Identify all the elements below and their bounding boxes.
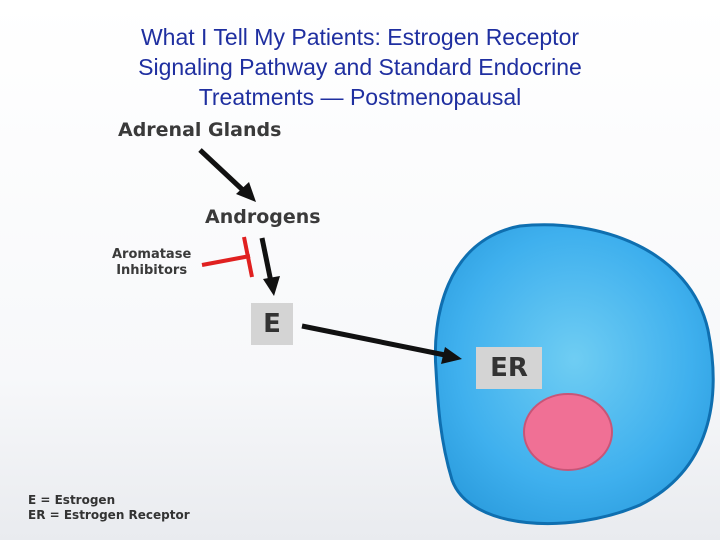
cell-nucleus <box>523 393 613 471</box>
estrogen-box: E <box>251 303 293 345</box>
arrow-androgens-head <box>263 276 280 296</box>
aromatase-inhibitors-line-1: Aromatase <box>112 247 192 262</box>
legend-item-estrogen: E = Estrogen <box>28 493 116 507</box>
aromatase-inhibitor-bar <box>242 236 254 278</box>
cell-body <box>433 223 715 525</box>
legend: E = Estrogen ER = Estrogen Receptor <box>28 493 190 523</box>
androgens-label: Androgens <box>205 206 321 228</box>
arrow-estrogen-head <box>441 347 462 364</box>
aromatase-inhibitor-line <box>201 254 251 267</box>
arrow-estrogen-to-receptor <box>301 323 446 358</box>
title-line-1: What I Tell My Patients: Estrogen Recept… <box>140 24 580 50</box>
estrogen-receptor-box: ER <box>476 347 542 389</box>
arrow-adrenal-head <box>236 182 256 202</box>
legend-item-estrogen-receptor: ER = Estrogen Receptor <box>28 508 190 522</box>
title-line-2: Signaling Pathway and Standard Endocrine <box>138 54 582 80</box>
title-line-3: Treatments — Postmenopausal <box>198 84 522 110</box>
arrow-androgens-to-estrogen <box>259 237 274 283</box>
slide-title: What I Tell My Patients: Estrogen Recept… <box>60 22 660 112</box>
aromatase-inhibitors-line-2: Inhibitors <box>116 263 188 278</box>
arrow-adrenal-to-androgens <box>198 148 248 195</box>
aromatase-inhibitors-label: Aromatase Inhibitors <box>112 247 191 279</box>
adrenal-glands-label: Adrenal Glands <box>118 119 282 141</box>
